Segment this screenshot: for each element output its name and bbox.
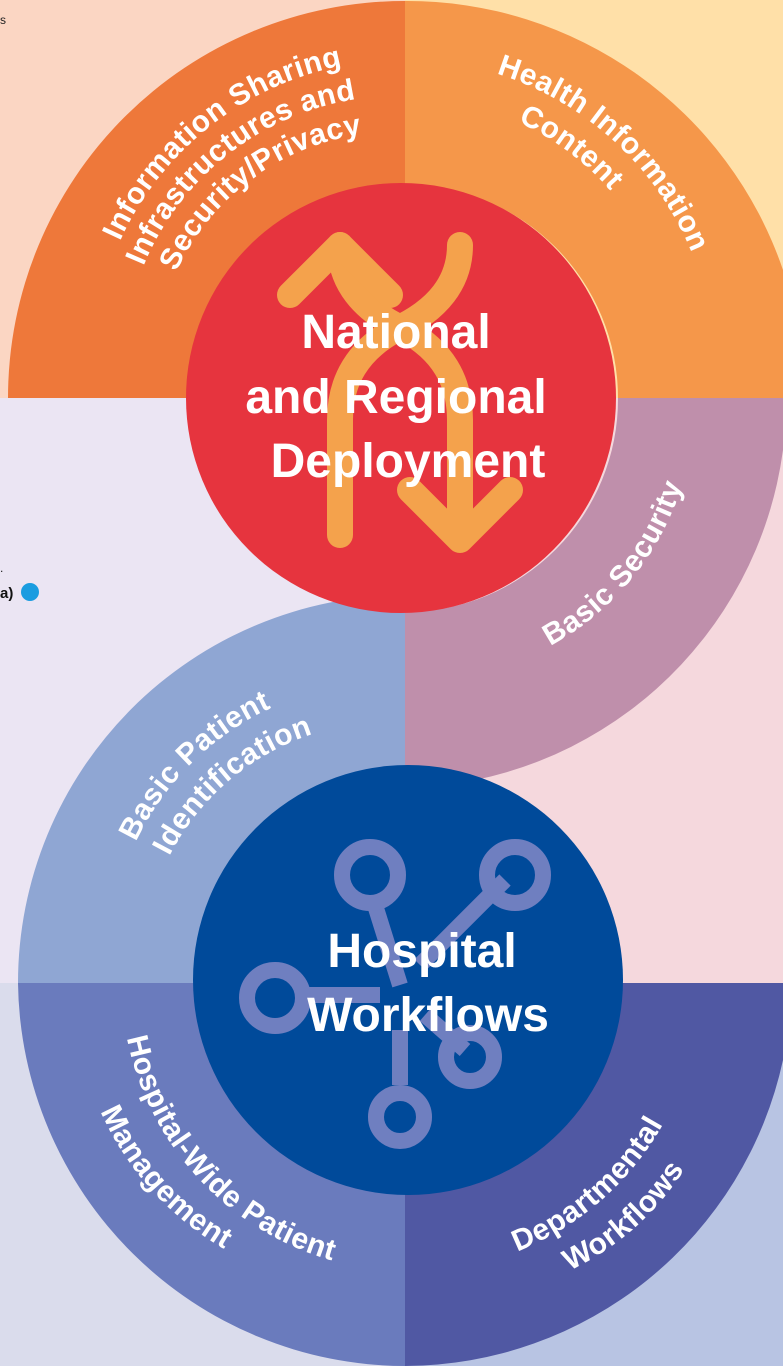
top-hub-line-1: National (301, 306, 490, 359)
segment-patient-identification (18, 595, 405, 983)
segment-health-content (405, 0, 783, 399)
segment-patient-management (18, 983, 405, 1366)
top-hub-line-3: Deployment (271, 435, 546, 488)
crossing-arrows-icon (277, 232, 523, 553)
bullet-dot (21, 583, 39, 601)
segment-departmental-workflows (405, 983, 783, 1366)
segment-info-sharing (8, 1, 405, 398)
margin-mid-fragment: . (0, 561, 3, 575)
margin-top-fragment: s (0, 13, 6, 27)
bottom-hub-line-2: Workflows (307, 989, 549, 1042)
bottom-hub-circle (193, 765, 623, 1195)
network-nodes-icon (239, 839, 551, 1149)
bottom-hub-line-1: Hospital (327, 925, 516, 978)
margin-bold-fragment: a) (0, 585, 13, 602)
segment-basic-security (405, 398, 783, 788)
top-hub-line-2: and Regional (245, 371, 546, 424)
